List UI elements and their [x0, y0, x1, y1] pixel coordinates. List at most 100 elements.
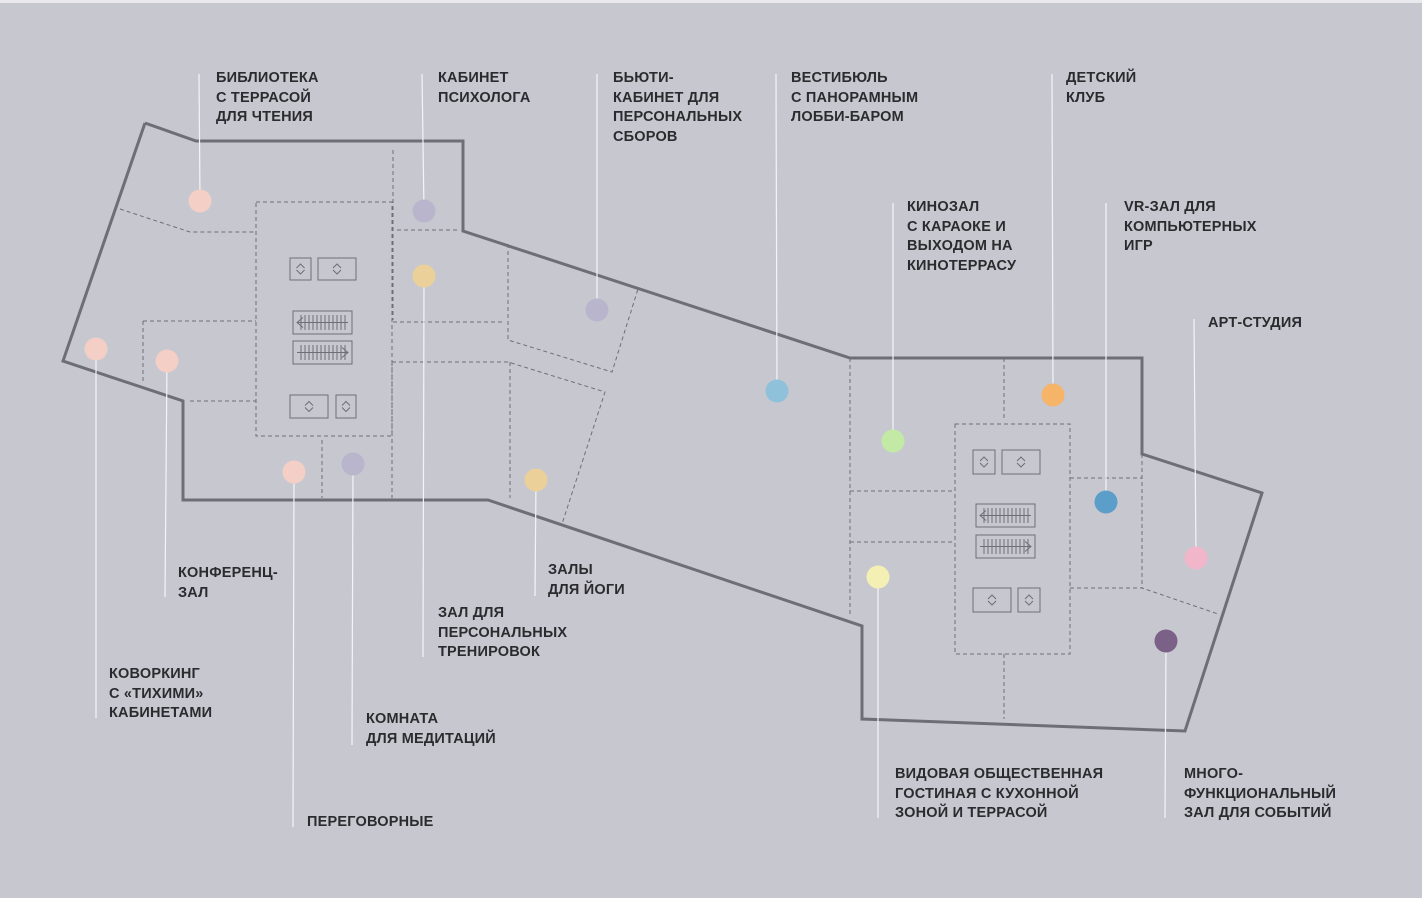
leader-psychologist	[421, 73, 425, 212]
stair-w1-box	[292, 310, 353, 335]
label-line: ДЕТСКИЙ	[1066, 70, 1137, 86]
lift-w4	[335, 394, 357, 419]
leader-lines	[95, 73, 1197, 828]
label-art: АРТ-СТУДИЯ	[1208, 314, 1302, 334]
stair-w2	[292, 340, 353, 365]
lift-w2-arrow-down	[332, 269, 342, 275]
lift-e4	[1017, 587, 1041, 613]
label-line: ДЛЯ ЧТЕНИЯ	[216, 109, 313, 125]
lift-e2-arrow-up	[1016, 456, 1026, 462]
label-line: АРТ-СТУДИЯ	[1208, 315, 1303, 331]
stair-e2-arrowhead	[1024, 541, 1032, 552]
marker-vr	[1094, 490, 1118, 514]
interior-partitions	[119, 150, 1219, 719]
lift-w2-box	[317, 257, 357, 281]
lift-e4-box	[1017, 587, 1041, 613]
label-line: ПСИХОЛОГА	[438, 89, 531, 106]
stair-e2	[975, 534, 1036, 559]
leader-meditation	[351, 463, 354, 746]
label-psychologist: КАБИНЕТ ПСИХОЛОГА	[438, 69, 531, 108]
partition-5	[507, 244, 639, 373]
label-line: ПЕРСОНАЛЬНЫХ	[613, 109, 743, 125]
label-line: ФУНКЦИОНАЛЬНЫЙ	[1184, 785, 1337, 802]
label-line: МНОГО-	[1184, 766, 1244, 782]
label-events: МНОГО- ФУНКЦИОНАЛЬНЫЙ ЗАЛ ДЛЯ СОБЫТИЙ	[1184, 765, 1336, 824]
label-line: КИНОТЕРРАСУ	[907, 257, 1017, 274]
lift-e1-box	[972, 449, 996, 475]
leader-yoga	[534, 479, 537, 597]
label-line: ЗАЛЫ	[548, 562, 593, 578]
lift-e4-arrow-down	[1024, 600, 1034, 606]
label-line: ЗАЛ	[178, 584, 209, 601]
lift-w1-box	[289, 257, 312, 281]
leader-lobby	[775, 73, 778, 392]
stair-e1-arrowhead	[979, 510, 987, 521]
label-line: ЗОНОЙ И ТЕРРАСОЙ	[895, 805, 1048, 821]
label-line: ПЕРЕГОВОРНЫЕ	[307, 814, 434, 830]
leader-kids	[1051, 73, 1054, 396]
marker-psychologist	[412, 199, 436, 223]
leader-library	[198, 73, 201, 202]
lift-w1-arrow-up	[296, 263, 305, 269]
lift-w3-box	[289, 394, 329, 419]
marker-cinema	[881, 429, 905, 453]
label-line: ДЛЯ МЕДИТАЦИЙ	[366, 730, 496, 747]
label-line: КОВОРКИНГ	[109, 666, 200, 682]
marker-kids	[1041, 383, 1065, 407]
marker-yoga	[524, 468, 548, 492]
label-line: СБОРОВ	[613, 128, 678, 145]
stair-w2-box	[292, 340, 353, 365]
label-yoga: ЗАЛЫ ДЛЯ ЙОГИ	[548, 561, 625, 600]
exterior-walls	[61, 121, 1264, 733]
label-line: КАБИНЕТ ДЛЯ	[613, 89, 720, 106]
leader-art	[1193, 318, 1197, 559]
lift-w2	[317, 257, 357, 281]
marker-training	[412, 264, 436, 288]
leader-events	[1164, 640, 1167, 819]
label-line: VR-ЗАЛ ДЛЯ	[1124, 199, 1216, 215]
lift-e1	[972, 449, 996, 475]
label-line: ИГР	[1124, 238, 1153, 254]
label-line: КОМПЬЮТЕРНЫХ	[1124, 218, 1257, 235]
label-line: С ПАНОРАМНЫМ	[791, 89, 919, 106]
label-line: КАБИНЕТ	[438, 70, 509, 86]
marker-library	[188, 189, 212, 213]
partition-19	[1070, 587, 1219, 615]
marker-art	[1184, 546, 1208, 570]
label-line: КИНОЗАЛ	[907, 199, 980, 215]
stair-w2-arrowhead	[341, 347, 349, 358]
label-line: КОМНАТА	[366, 711, 439, 727]
lift-w3-arrow-up	[304, 400, 314, 406]
marker-lobby	[765, 379, 789, 403]
leader-training	[422, 275, 425, 658]
label-line: КЛУБ	[1066, 89, 1106, 106]
lift-e3-arrow-up	[987, 594, 997, 600]
label-line: ПЕРСОНАЛЬНЫХ	[438, 624, 568, 641]
label-meditation: КОМНАТА ДЛЯ МЕДИТАЦИЙ	[366, 710, 496, 749]
lift-e2-box	[1001, 449, 1041, 475]
east-core	[954, 423, 1071, 655]
building-cores	[255, 201, 1071, 655]
label-conference: КОНФЕРЕНЦ-ЗАЛ	[178, 564, 278, 603]
label-kids: ДЕТСКИЙ КЛУБ	[1066, 69, 1136, 108]
label-line: БИБЛИОТЕКА	[216, 70, 319, 86]
stair-w1	[292, 310, 353, 335]
leader-conference	[164, 360, 168, 598]
label-line: ЗАЛ ДЛЯ	[438, 605, 505, 621]
lift-w4-arrow-down	[341, 407, 351, 413]
label-meeting: ПЕРЕГОВОРНЫЕ	[307, 813, 434, 833]
label-line: ЗАЛ ДЛЯ СОБЫТИЙ	[1184, 805, 1332, 821]
leader-meeting	[292, 471, 295, 828]
marker-lounge	[866, 565, 890, 589]
lift-e3-arrow-down	[987, 600, 997, 606]
label-line: ДЛЯ ЙОГИ	[548, 581, 625, 598]
west-core	[255, 201, 393, 437]
